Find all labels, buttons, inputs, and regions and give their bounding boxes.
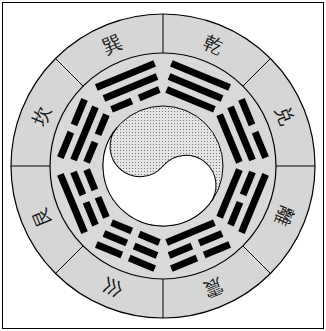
- trigrams: [57, 60, 269, 272]
- trigram-ring: [50, 53, 276, 279]
- yao-line: [70, 171, 86, 196]
- sector-divider: [243, 246, 271, 274]
- yao-line: [83, 141, 98, 164]
- yao-line: [95, 196, 110, 219]
- yao-line: [227, 106, 255, 162]
- yao-line: [252, 131, 269, 159]
- yao-line: [133, 243, 158, 259]
- yao-line: [103, 73, 159, 101]
- taiji-white-half: [78, 104, 228, 250]
- sector-divider: [243, 59, 271, 87]
- yao-line: [95, 60, 156, 91]
- yao-line: [83, 168, 98, 191]
- yao-line: [227, 201, 243, 226]
- yao-line: [203, 241, 231, 258]
- yao-line: [110, 98, 133, 113]
- yao-line: [128, 255, 156, 272]
- sector-divider: [11, 166, 50, 167]
- yao-line: [70, 106, 98, 162]
- yao-line: [170, 255, 198, 272]
- yao-line: [83, 201, 99, 226]
- yao-line: [238, 98, 255, 126]
- sector-divider: [56, 59, 84, 87]
- yao-line: [57, 131, 74, 159]
- taiji-yang: [78, 104, 228, 250]
- yao-line: [168, 243, 193, 259]
- yao-line: [138, 231, 161, 246]
- sector-divider: [56, 246, 84, 274]
- yao-line: [103, 230, 128, 246]
- sector-divider: [276, 166, 315, 167]
- yao-line: [168, 73, 224, 101]
- yao-line: [57, 173, 88, 234]
- yao-line: [170, 60, 231, 91]
- frame: [3, 3, 324, 329]
- yao-line: [138, 86, 161, 101]
- yao-line: [110, 219, 133, 234]
- sector-dividers: [11, 14, 315, 318]
- yao-line: [238, 173, 269, 234]
- yao-line: [95, 241, 123, 258]
- yao-line: [95, 113, 110, 136]
- yao-line: [198, 230, 223, 246]
- outer-ring: [11, 14, 315, 318]
- sector-divider: [163, 14, 164, 53]
- yao-line: [71, 98, 88, 126]
- yao-line: [240, 171, 256, 196]
- sector-divider: [163, 279, 164, 318]
